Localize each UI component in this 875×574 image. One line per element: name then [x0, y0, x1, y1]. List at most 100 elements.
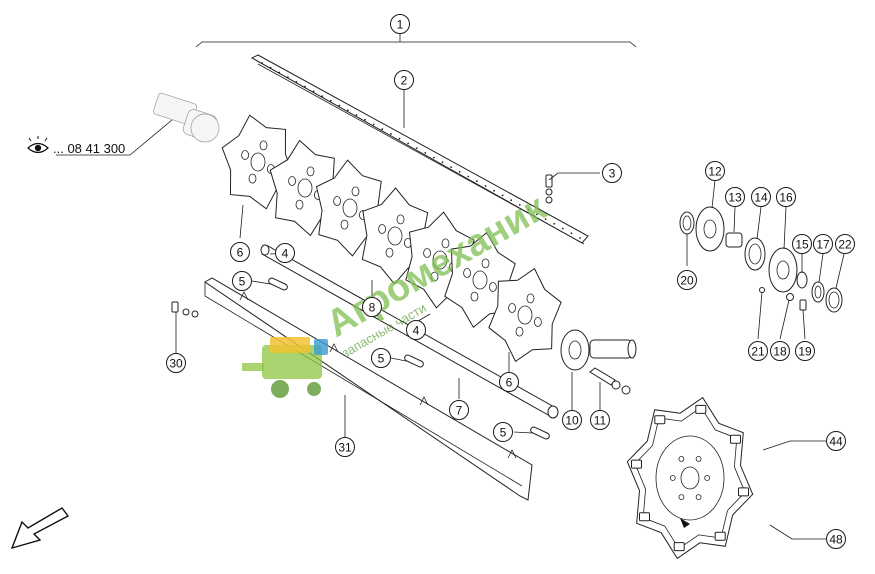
callout-10: 10 [562, 410, 582, 430]
bearing-assembly [679, 206, 843, 313]
callout-circle [776, 187, 796, 207]
harvester-logo-icon [242, 337, 328, 398]
scraper-clip [419, 396, 429, 406]
eye-icon [27, 136, 49, 154]
callout-21: 21 [748, 341, 768, 361]
callout-label: 4 [413, 324, 420, 338]
callout-circle [362, 297, 382, 317]
callout-8: 8 [362, 297, 382, 317]
callout-2: 2 [394, 70, 414, 90]
scraper-clip [329, 343, 339, 353]
callout-12: 12 [705, 161, 725, 181]
callout-circle [394, 70, 414, 90]
callout-15: 15 [792, 234, 812, 254]
callout-label: 3 [609, 167, 616, 181]
callout-1: 1 [390, 14, 410, 34]
tine-clamp [631, 459, 642, 469]
callout-label: 16 [779, 191, 793, 205]
callout-label: 19 [798, 345, 812, 359]
callout-label: 4 [282, 247, 289, 261]
tine-clamp [654, 415, 666, 425]
callout-label: 14 [754, 191, 768, 205]
tine-clamp [714, 531, 726, 541]
callout-circle [335, 437, 355, 457]
callout-label: 2 [401, 74, 408, 88]
callout-circle [562, 410, 582, 430]
reference-note: ... 08 41 300 [27, 136, 125, 156]
callout-4b: 4 [406, 320, 426, 340]
callout-circle [813, 234, 833, 254]
callout-14: 14 [751, 187, 771, 207]
callout-22: 22 [835, 234, 855, 254]
callout-label: 44 [829, 435, 843, 449]
fastener-set [171, 301, 199, 318]
callout-circle [406, 320, 426, 340]
callout-circle [748, 341, 768, 361]
callout-label: 5 [239, 275, 246, 289]
callout-30: 30 [166, 353, 186, 373]
callout-label: 17 [816, 238, 830, 252]
callout-circle [449, 400, 469, 420]
callout-label: 1 [397, 18, 404, 32]
callout-18: 18 [770, 341, 790, 361]
callout-circle [166, 353, 186, 373]
callout-5a: 5 [232, 271, 252, 291]
callout-label: 6 [237, 246, 244, 260]
scraper-bar [204, 277, 533, 501]
reference-shaft-drawing [153, 92, 220, 143]
callout-label: 12 [708, 165, 722, 179]
scraper-clip [239, 291, 249, 301]
star-wheel [488, 267, 562, 363]
callout-circle [770, 341, 790, 361]
callout-label: 15 [795, 238, 809, 252]
callout-circle [835, 234, 855, 254]
callout-label: 21 [751, 345, 765, 359]
callout-31: 31 [335, 437, 355, 457]
callout-label: 8 [369, 301, 376, 315]
callout-48: 48 [826, 529, 846, 549]
callout-6a: 6 [230, 242, 250, 262]
callout-circle [826, 529, 846, 549]
callout-circle [826, 431, 846, 451]
callout-circle [232, 271, 252, 291]
callout-label: 6 [506, 376, 513, 390]
callout-label: 10 [565, 414, 579, 428]
callout-circle [677, 270, 697, 290]
assembly-bracket [195, 33, 637, 48]
detail-star-wheel [626, 396, 754, 560]
callout-circle [792, 234, 812, 254]
callout-label: 13 [728, 191, 742, 205]
callout-19: 19 [795, 341, 815, 361]
callout-label: 7 [456, 404, 463, 418]
callout-6b: 6 [499, 372, 519, 392]
callout-circle [390, 14, 410, 34]
callout-11: 11 [590, 410, 610, 430]
tine-clamp [695, 404, 707, 414]
callout-20: 20 [677, 270, 697, 290]
callout-label: 20 [680, 274, 694, 288]
callout-4a: 4 [275, 243, 295, 263]
callout-circle [590, 410, 610, 430]
tine-clamp [730, 434, 741, 444]
callout-circle [602, 163, 622, 183]
callout-13: 13 [725, 187, 745, 207]
callout-7: 7 [449, 400, 469, 420]
callout-circle [230, 242, 250, 262]
small-bolt [545, 174, 553, 204]
callout-5b: 5 [371, 348, 391, 368]
callout-17: 17 [813, 234, 833, 254]
direction-arrow-icon [10, 507, 70, 550]
callout-circle [371, 348, 391, 368]
callout-circle [275, 243, 295, 263]
callout-3: 3 [602, 163, 622, 183]
bolt-nut-set [589, 367, 631, 395]
star-wheels [221, 114, 562, 363]
callout-label: 5 [500, 426, 507, 440]
tine-clamp [639, 512, 650, 522]
shaft-flange [560, 329, 637, 371]
rotation-arrow-icon [680, 518, 690, 528]
callout-circle [493, 422, 513, 442]
